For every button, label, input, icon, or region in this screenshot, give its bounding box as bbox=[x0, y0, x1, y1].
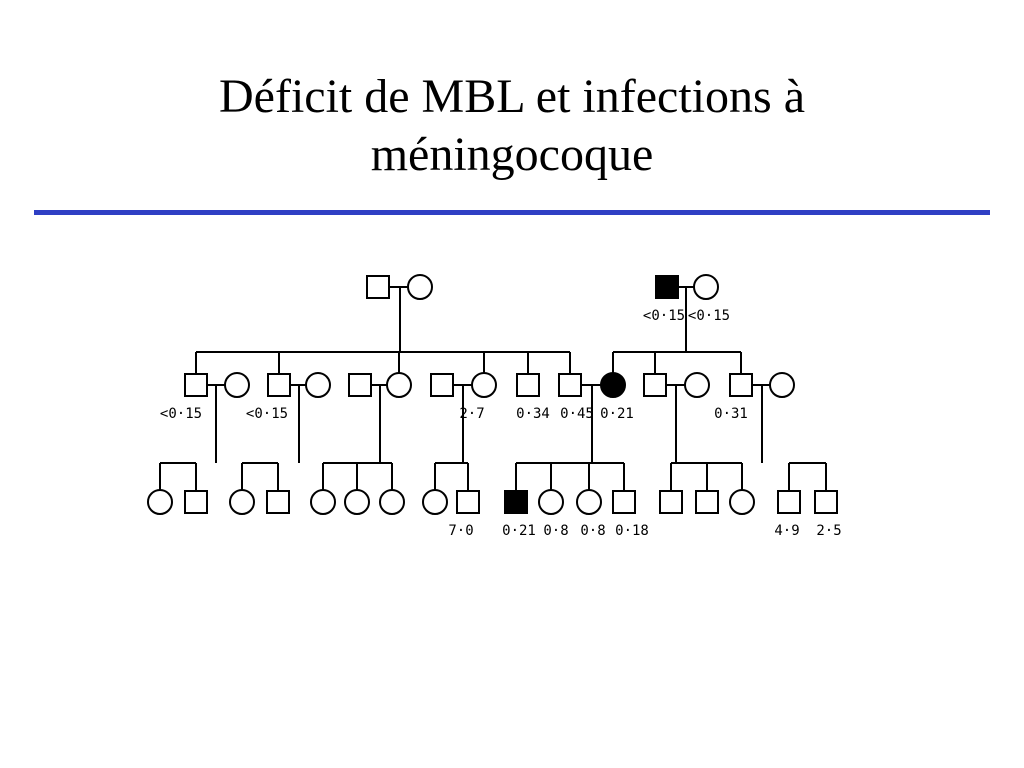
mbl-level-label: 0·31 bbox=[714, 406, 748, 422]
male-square bbox=[184, 373, 208, 397]
title-underline bbox=[34, 210, 990, 215]
male-square bbox=[612, 490, 636, 514]
slide-title: Déficit de MBL et infections à méningoco… bbox=[0, 68, 1024, 184]
male-square bbox=[348, 373, 372, 397]
mbl-level-label: 4·9 bbox=[774, 523, 799, 539]
female-circle bbox=[305, 372, 331, 398]
title-line-1: Déficit de MBL et infections à bbox=[218, 70, 806, 123]
mbl-level-label: 0·8 bbox=[580, 523, 605, 539]
mbl-level-label: 0·45 bbox=[560, 406, 594, 422]
affected-male-square bbox=[504, 490, 528, 514]
male-square bbox=[456, 490, 480, 514]
male-square bbox=[643, 373, 667, 397]
affected-male-square bbox=[655, 275, 679, 299]
mbl-level-label: 0·18 bbox=[615, 523, 649, 539]
female-circle bbox=[422, 489, 448, 515]
mbl-level-label: 0·34 bbox=[516, 406, 550, 422]
title-line-2: méningocoque bbox=[370, 128, 654, 181]
mbl-level-label: 0·8 bbox=[543, 523, 568, 539]
male-square bbox=[366, 275, 390, 299]
female-circle bbox=[729, 489, 755, 515]
mbl-level-label: 0·21 bbox=[502, 523, 536, 539]
affected-female-circle bbox=[600, 372, 626, 398]
male-square bbox=[516, 373, 540, 397]
male-square bbox=[558, 373, 582, 397]
female-circle bbox=[684, 372, 710, 398]
female-circle bbox=[538, 489, 564, 515]
male-square bbox=[695, 490, 719, 514]
female-circle bbox=[379, 489, 405, 515]
mbl-level-label: 2·7 bbox=[459, 406, 484, 422]
male-square bbox=[430, 373, 454, 397]
female-circle bbox=[386, 372, 412, 398]
mbl-level-label: 0·21 bbox=[600, 406, 634, 422]
female-circle bbox=[147, 489, 173, 515]
female-circle bbox=[224, 372, 250, 398]
mbl-level-label: 7·0 bbox=[448, 523, 473, 539]
mbl-level-label: <0·15 bbox=[643, 308, 685, 324]
male-square bbox=[267, 373, 291, 397]
female-circle bbox=[407, 274, 433, 300]
male-square bbox=[659, 490, 683, 514]
male-square bbox=[266, 490, 290, 514]
male-square bbox=[184, 490, 208, 514]
male-square bbox=[777, 490, 801, 514]
mbl-level-label: 2·5 bbox=[816, 523, 841, 539]
female-circle bbox=[344, 489, 370, 515]
female-circle bbox=[693, 274, 719, 300]
mbl-level-label: <0·15 bbox=[688, 308, 730, 324]
mbl-level-label: <0·15 bbox=[246, 406, 288, 422]
female-circle bbox=[471, 372, 497, 398]
female-circle bbox=[310, 489, 336, 515]
female-circle bbox=[769, 372, 795, 398]
male-square bbox=[729, 373, 753, 397]
male-square bbox=[814, 490, 838, 514]
female-circle bbox=[229, 489, 255, 515]
female-circle bbox=[576, 489, 602, 515]
mbl-level-label: <0·15 bbox=[160, 406, 202, 422]
